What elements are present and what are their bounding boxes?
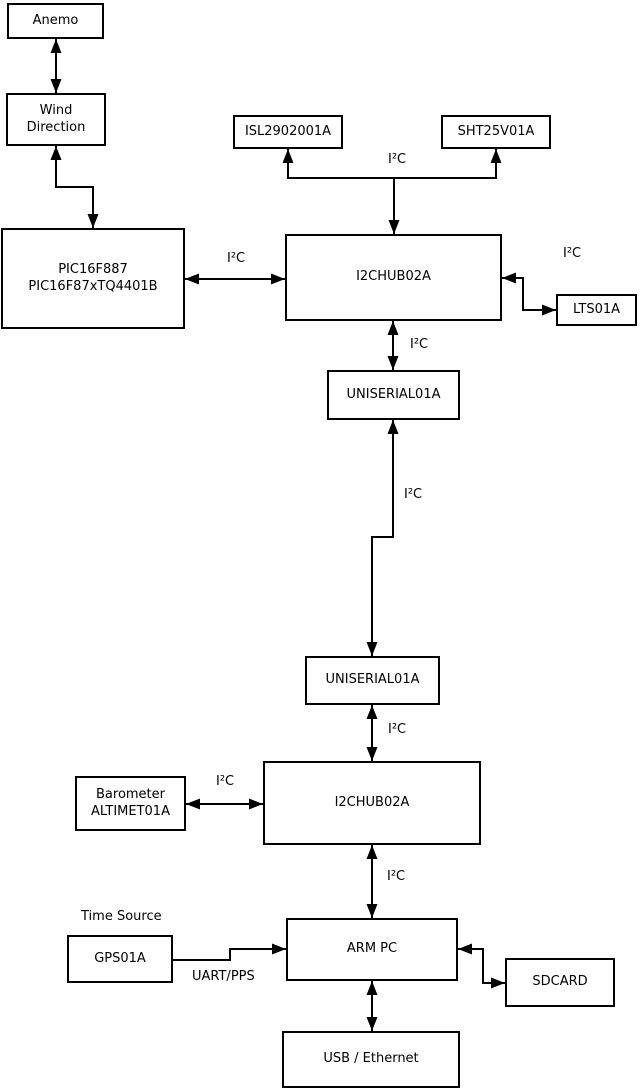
- node-pic16f887: PIC16F887 PIC16F87xTQ4401B: [1, 228, 185, 329]
- edge-gps-armpc: [173, 943, 286, 961]
- node-i2chub02a-bottom: I2CHUB02A: [263, 761, 481, 845]
- node-uniserial01a-top-label: UNISERIAL01A: [346, 386, 441, 402]
- node-anemo: Anemo: [7, 3, 104, 39]
- label-i2c-uniserial-hub2: I²C: [388, 722, 407, 737]
- node-pic16f887-label: PIC16F887 PIC16F87xTQ4401B: [28, 262, 158, 294]
- node-sdcard-label: SDCARD: [532, 974, 588, 990]
- node-anemo-label: Anemo: [32, 12, 79, 28]
- node-i2chub02a-bottom-label: I2CHUB02A: [334, 794, 410, 810]
- edge-armpc-sdcard: [458, 943, 505, 989]
- node-isl2902001a: ISL2902001A: [233, 115, 343, 149]
- edge-hub1-lts: [502, 272, 556, 316]
- label-i2c-hub1-uniserial: I²C: [410, 337, 429, 352]
- label-i2c-sensors: I²C: [388, 152, 407, 167]
- node-arm-pc-label: ARM PC: [346, 941, 398, 957]
- node-barometer-altimet01a: Barometer ALTIMET01A: [75, 776, 186, 831]
- node-usb-ethernet: USB / Ethernet: [282, 1031, 460, 1088]
- label-i2c-hub-lts: I²C: [563, 246, 582, 261]
- node-gps01a-label: GPS01A: [94, 950, 146, 966]
- node-isl2902001a-label: ISL2902001A: [244, 123, 332, 139]
- node-wind-direction-label: Wind Direction: [26, 103, 86, 135]
- node-uniserial01a-top: UNISERIAL01A: [327, 370, 460, 420]
- label-i2c-hub2-arm: I²C: [387, 869, 406, 884]
- label-uart-pps: UART/PPS: [192, 969, 255, 984]
- node-uniserial01a-bottom: UNISERIAL01A: [305, 656, 440, 705]
- node-arm-pc: ARM PC: [286, 918, 458, 981]
- node-lts01a-label: LTS01A: [572, 301, 621, 317]
- label-i2c-pic-hub: I²C: [227, 251, 246, 266]
- node-i2chub02a-top-label: I2CHUB02A: [356, 269, 431, 285]
- label-i2c-trunk: I²C: [404, 487, 423, 502]
- node-sht25v01a: SHT25V01A: [441, 115, 551, 149]
- edge-uniserial1-uniserial2: [366, 420, 399, 656]
- label-time-source: Time Source: [81, 909, 162, 924]
- node-barometer-altimet01a-label: Barometer ALTIMET01A: [91, 787, 170, 819]
- node-i2chub02a-top: I2CHUB02A: [285, 234, 502, 321]
- node-uniserial01a-bottom-label: UNISERIAL01A: [325, 672, 420, 688]
- node-lts01a: LTS01A: [556, 294, 637, 326]
- node-usb-ethernet-label: USB / Ethernet: [323, 1051, 419, 1067]
- node-gps01a: GPS01A: [67, 935, 173, 983]
- node-sht25v01a-label: SHT25V01A: [457, 123, 535, 139]
- node-sdcard: SDCARD: [505, 958, 615, 1007]
- label-i2c-barometer-hub: I²C: [216, 774, 235, 789]
- edge-wind-pic: [50, 146, 99, 228]
- node-wind-direction: Wind Direction: [6, 93, 106, 146]
